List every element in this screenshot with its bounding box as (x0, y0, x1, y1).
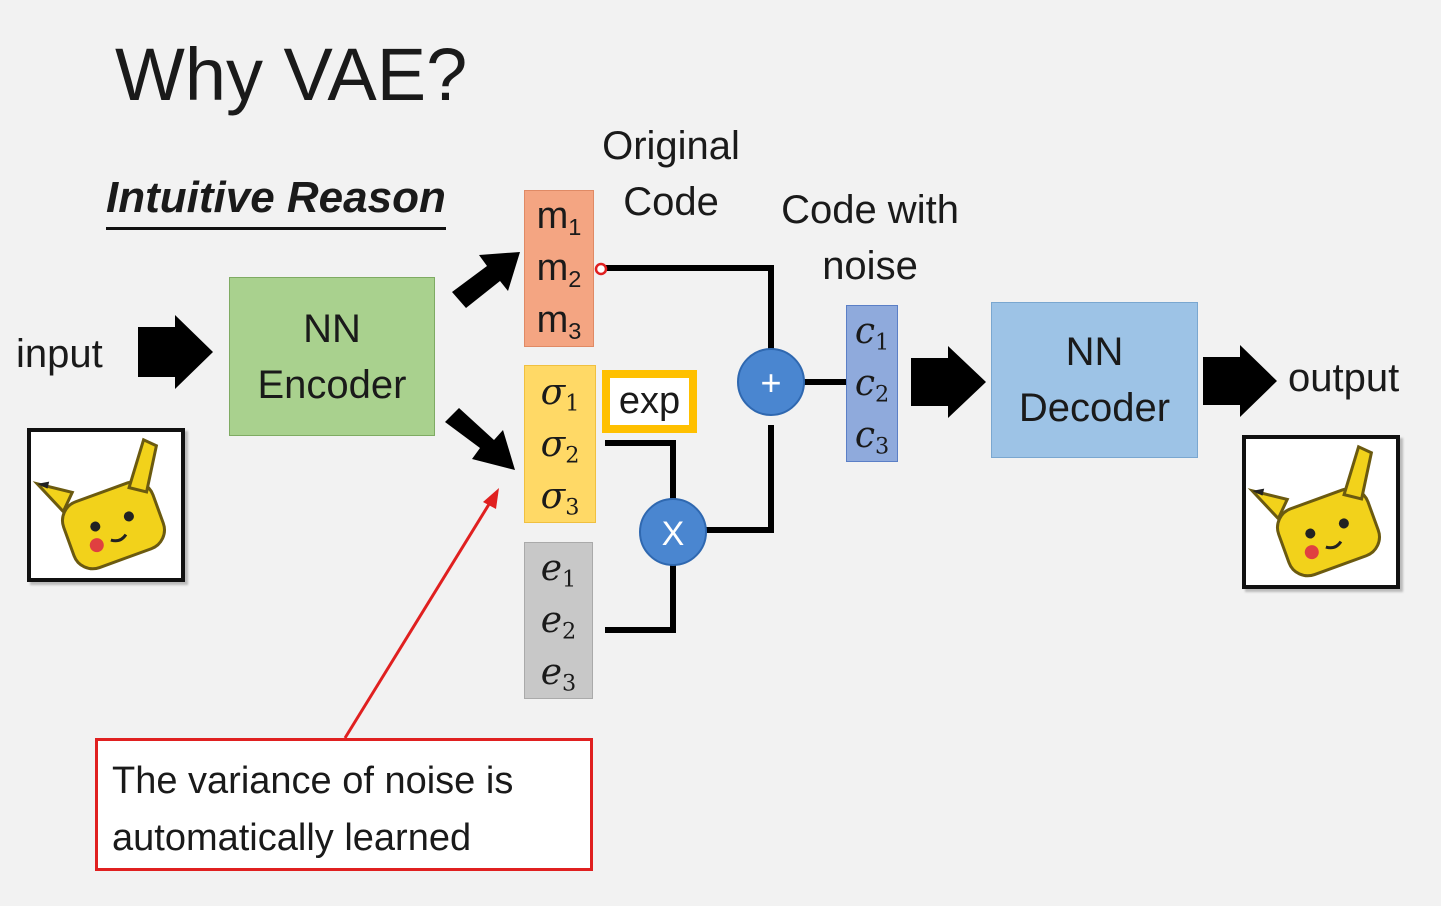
exp-box: exp (602, 370, 697, 433)
code-with-noise-label-line2: noise (822, 244, 918, 288)
variance-note-line1: The variance of noise is (112, 760, 514, 802)
times-operator (639, 498, 707, 566)
plus-operator-label: + (760, 362, 781, 403)
e1-entry: e1 (540, 548, 577, 594)
code-vector: c1 c2 c3 (846, 305, 898, 462)
original-code-label: Original Code (596, 118, 746, 230)
e3-entry: e3 (540, 651, 577, 697)
encoder-to-sigma-arrow (445, 408, 515, 470)
pikachu-icon (1247, 444, 1381, 578)
times-operator-label: X (662, 515, 685, 553)
slide-title: Why VAE? (115, 33, 468, 116)
pikachu-icon (32, 437, 166, 571)
code-with-noise-label: Code with noise (770, 182, 970, 294)
original-code-label-line1: Original (602, 124, 740, 168)
input-image (27, 428, 185, 582)
code-to-decoder-arrow (911, 346, 986, 418)
nn-decoder-line1: NN (1065, 330, 1124, 374)
times-to-plus-line (705, 425, 774, 533)
sigma-to-times-line (605, 440, 676, 500)
output-image (1242, 435, 1400, 589)
sigma3-entry: σ3 (540, 475, 580, 521)
mean-vector: m1 m2 m3 (524, 190, 594, 347)
output-arrow (1203, 345, 1277, 417)
variance-note: The variance of noise is automatically l… (95, 738, 593, 871)
note-pointer-line (343, 500, 493, 739)
m2-entry: m2 (536, 246, 582, 293)
output-label: output (1288, 356, 1400, 400)
plus-operator (737, 348, 805, 416)
sigma2-entry: σ2 (540, 423, 580, 469)
mean-to-plus-line (603, 265, 774, 355)
nn-decoder-line2: Decoder (1018, 386, 1171, 430)
encoder-to-mean-arrow (452, 252, 520, 308)
c1-entry: c1 (854, 311, 890, 357)
nn-decoder-box: NN Decoder (991, 302, 1198, 458)
slide-subtitle: Intuitive Reason (106, 176, 446, 230)
input-label: input (16, 332, 103, 376)
m1-entry: m1 (536, 195, 582, 241)
original-code-label-line2: Code (623, 180, 719, 224)
c2-entry: c2 (854, 362, 890, 408)
nn-encoder-box: NN Encoder (229, 277, 435, 436)
sigma-vector: σ1 σ2 σ3 (524, 365, 596, 523)
c3-entry: c3 (854, 414, 890, 460)
e2-entry: e2 (540, 599, 577, 645)
sigma1-entry: σ1 (540, 371, 580, 417)
input-arrow (138, 315, 213, 389)
m3-entry: m3 (536, 298, 582, 344)
nn-encoder-line1: NN (303, 306, 361, 351)
variance-note-line2: automatically learned (112, 817, 472, 859)
pointer-dot (594, 262, 608, 276)
noise-vector: e1 e2 e3 (524, 542, 593, 699)
code-with-noise-label-line1: Code with (781, 188, 959, 232)
nn-encoder-line2: Encoder (257, 362, 407, 407)
noise-to-times-line (605, 565, 676, 633)
note-pointer-arrowhead (483, 488, 499, 509)
